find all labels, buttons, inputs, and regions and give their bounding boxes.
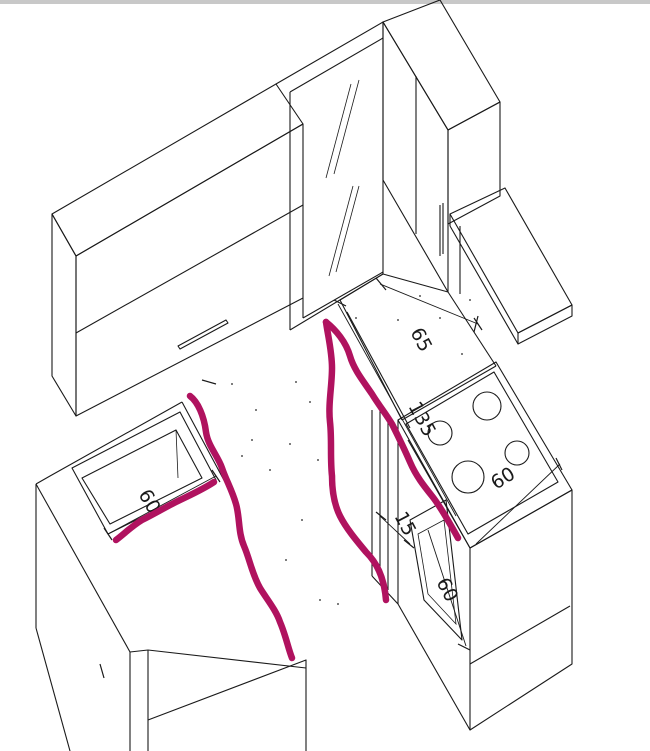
tall-right-cabinet: [382, 0, 501, 293]
dimension-label-65: 65: [406, 324, 437, 356]
lower-right-cabinet: [371, 408, 399, 605]
dimension-label-60-stove: 60: [487, 463, 519, 494]
burner-icon: [504, 440, 530, 466]
upper-cabinet-handle: [177, 319, 229, 350]
window-top-edge: [0, 0, 650, 4]
marker-stroke-sink: [112, 478, 218, 544]
marker-stroke-right: [322, 318, 462, 542]
marker-stroke-center: [322, 318, 390, 604]
burner-icon: [472, 391, 502, 421]
floor-texture: [231, 295, 471, 605]
dimension-labels: 65 135 60 60 60 15: [134, 324, 519, 606]
right-shelf: [449, 187, 573, 345]
marker-annotations: [112, 318, 462, 662]
dimension-lines: [99, 277, 563, 679]
oven-door: [409, 499, 463, 641]
left-counter: [35, 401, 307, 751]
upper-left-cabinet: [51, 83, 304, 417]
marker-stroke-left: [186, 392, 296, 662]
dimension-label-135: 135: [404, 398, 440, 440]
right-counter: [339, 273, 497, 429]
stove: [397, 361, 573, 731]
burner-icon: [451, 460, 485, 494]
burner-icon: [427, 420, 453, 446]
dimension-label-15: 15: [390, 508, 421, 540]
